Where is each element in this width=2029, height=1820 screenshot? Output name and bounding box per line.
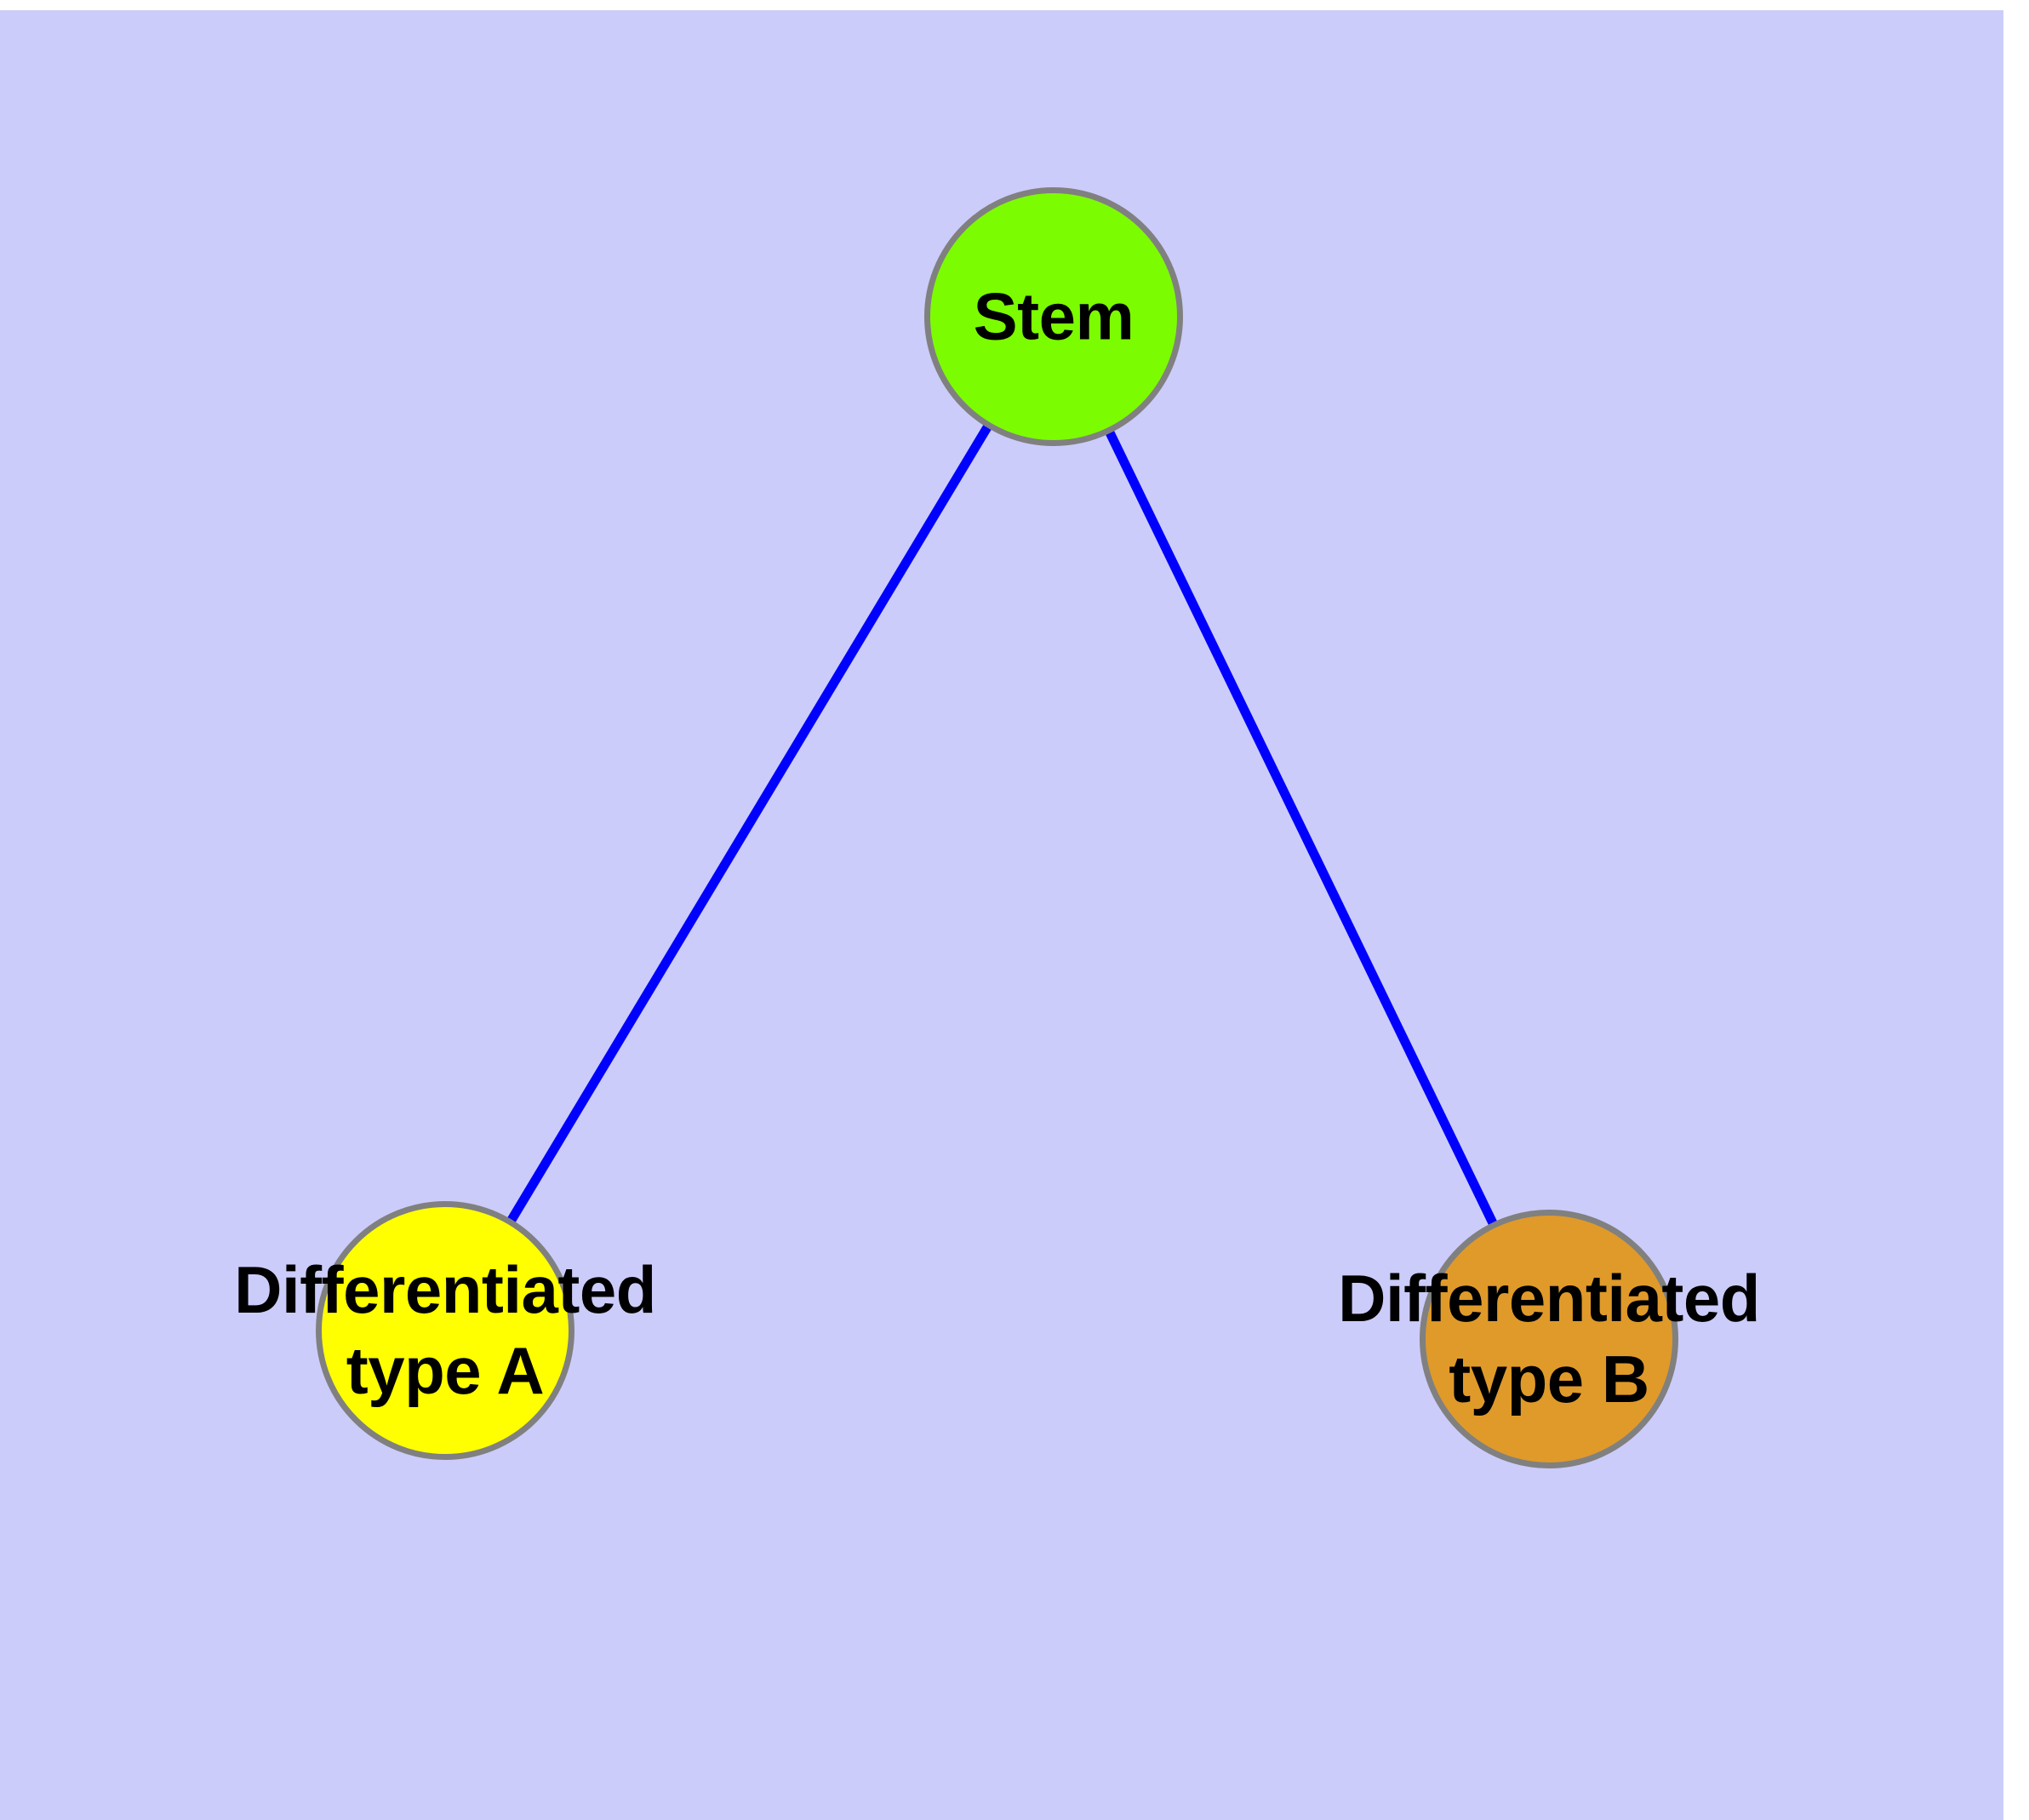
- node-differentiated-type-b-circle[interactable]: [1420, 1210, 1678, 1468]
- node-stem[interactable]: Stem: [924, 187, 1183, 446]
- edge-stem-to-diff-a: [441, 314, 1058, 1333]
- node-stem-circle[interactable]: [924, 187, 1183, 446]
- node-differentiated-type-b[interactable]: Differentiated type B: [1338, 1210, 1760, 1468]
- node-differentiated-type-a[interactable]: Differentiated type A: [234, 1201, 656, 1460]
- node-differentiated-type-a-circle[interactable]: [316, 1201, 574, 1460]
- edge-stem-to-diff-b: [1049, 314, 1553, 1342]
